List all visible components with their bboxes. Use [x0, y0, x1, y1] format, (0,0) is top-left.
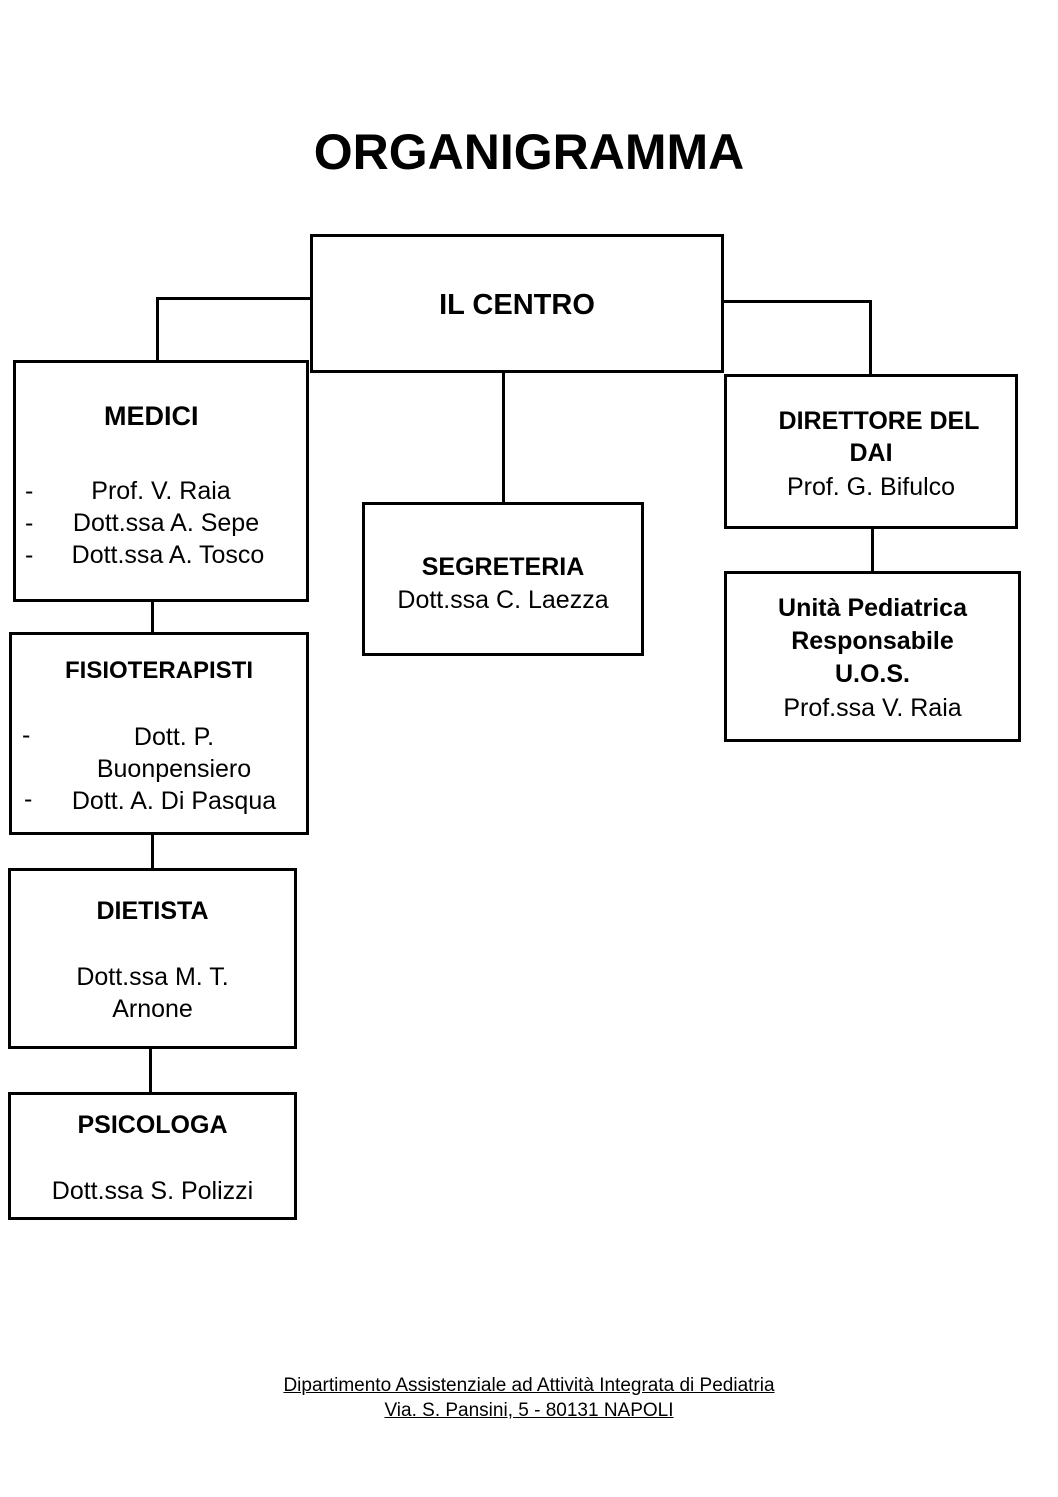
list-dash: -: [25, 509, 34, 537]
list-dash: -: [25, 477, 34, 505]
node-medici-label: MEDICI: [104, 401, 199, 431]
connector-dietista-psicologa: [149, 1049, 152, 1092]
fisioterapisti-member-2: Dott. A. Di Pasqua: [71, 787, 277, 815]
list-dash: -: [25, 541, 34, 569]
connector-direttore-unita: [871, 528, 874, 571]
node-fisioterapisti: FISIOTERAPISTI - - Dott. P. Buonpensiero…: [9, 632, 309, 835]
fisioterapisti-member-1-line1: Dott. P.: [133, 723, 215, 751]
list-dash: -: [24, 785, 33, 813]
medici-member-2: Dott.ssa A. Sepe: [72, 509, 260, 537]
node-direttore-label-line1: DIRETTORE DEL: [778, 407, 980, 435]
connector-centro-medici-v: [156, 297, 159, 360]
node-psicologa: PSICOLOGA Dott.ssa S. Polizzi: [8, 1092, 297, 1220]
node-dietista-label: DIETISTA: [96, 897, 209, 925]
medici-member-1: Prof. V. Raia: [91, 477, 231, 505]
page-title: ORGANIGRAMMA: [313, 124, 745, 180]
psicologa-member: Dott.ssa S. Polizzi: [51, 1177, 254, 1205]
node-dietista: DIETISTA Dott.ssa M. T. Arnone: [8, 868, 297, 1049]
node-unita-label-line3: U.O.S.: [834, 660, 910, 688]
node-direttore-dai: DIRETTORE DEL DAI Prof. G. Bifulco: [724, 374, 1018, 529]
connector-fisioterapisti-dietista: [151, 833, 154, 868]
node-psicologa-label: PSICOLOGA: [77, 1111, 228, 1139]
connector-centro-segreteria: [502, 372, 505, 502]
connector-centro-medici-h: [156, 297, 310, 300]
node-unita-pediatrica: Unità Pediatrica Responsabile U.O.S. Pro…: [724, 571, 1021, 742]
node-direttore-label-line2: DAI: [849, 439, 893, 467]
node-unita-label-line1: Unità Pediatrica: [778, 594, 967, 622]
node-unita-label-line2: Responsabile: [791, 627, 954, 655]
connector-medici-fisioterapisti: [151, 600, 154, 633]
dietista-member-line1: Dott.ssa M. T.: [76, 963, 229, 991]
connector-centro-direttore-h: [724, 300, 872, 303]
footer-department: Dipartimento Assistenziale ad Attività I…: [283, 1375, 775, 1396]
connector-centro-direttore-v: [869, 300, 872, 375]
node-il-centro: IL CENTRO: [310, 234, 724, 373]
dietista-member-line2: Arnone: [112, 995, 193, 1023]
unita-member: Prof.ssa V. Raia: [783, 694, 962, 722]
fisioterapisti-member-1-line2: Buonpensiero: [96, 755, 252, 783]
node-medici: MEDICI - - - Prof. V. Raia Dott.ssa A. S…: [13, 360, 309, 602]
node-il-centro-label: IL CENTRO: [439, 289, 595, 321]
list-dash: -: [22, 721, 31, 749]
footer-address: Via. S. Pansini, 5 - 80131 NAPOLI: [384, 1400, 674, 1421]
node-segreteria-label: SEGRETERIA: [421, 553, 585, 581]
node-segreteria: SEGRETERIA Dott.ssa C. Laezza: [362, 502, 644, 656]
medici-member-3: Dott.ssa A. Tosco: [71, 541, 265, 569]
segreteria-member: Dott.ssa C. Laezza: [397, 586, 609, 614]
direttore-member: Prof. G. Bifulco: [786, 473, 956, 501]
node-fisioterapisti-label: FISIOTERAPISTI: [64, 657, 253, 684]
